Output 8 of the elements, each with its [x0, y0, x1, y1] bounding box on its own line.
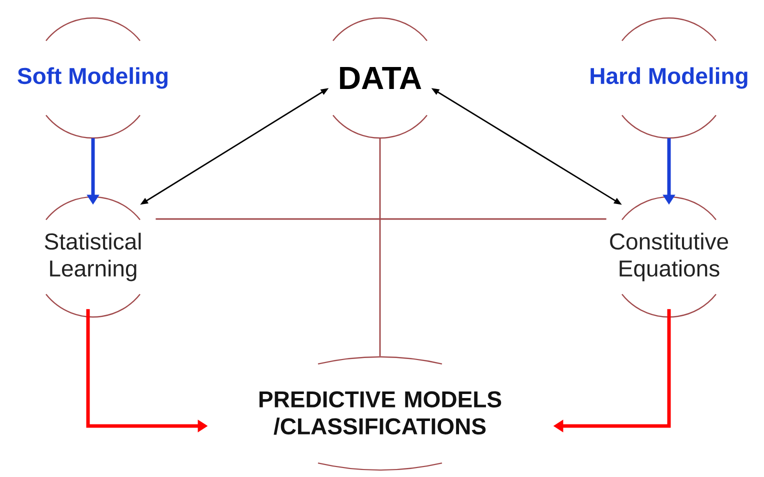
- arc-bracket-node: Statistical Learning: [44, 196, 141, 318]
- arc-bracket-node: Hard Modeling: [590, 17, 748, 139]
- arc-bracket-node: Soft Modeling: [18, 17, 168, 139]
- connector-line: [379, 138, 381, 356]
- arc-bracket-node: DATA: [332, 17, 428, 139]
- connector-line: [156, 218, 606, 220]
- arc-bracket-node: Constitutive Equations: [610, 196, 728, 318]
- arc-bracket-node: PREDICTIVE MODELS /CLASSIFICATIONS: [260, 356, 502, 471]
